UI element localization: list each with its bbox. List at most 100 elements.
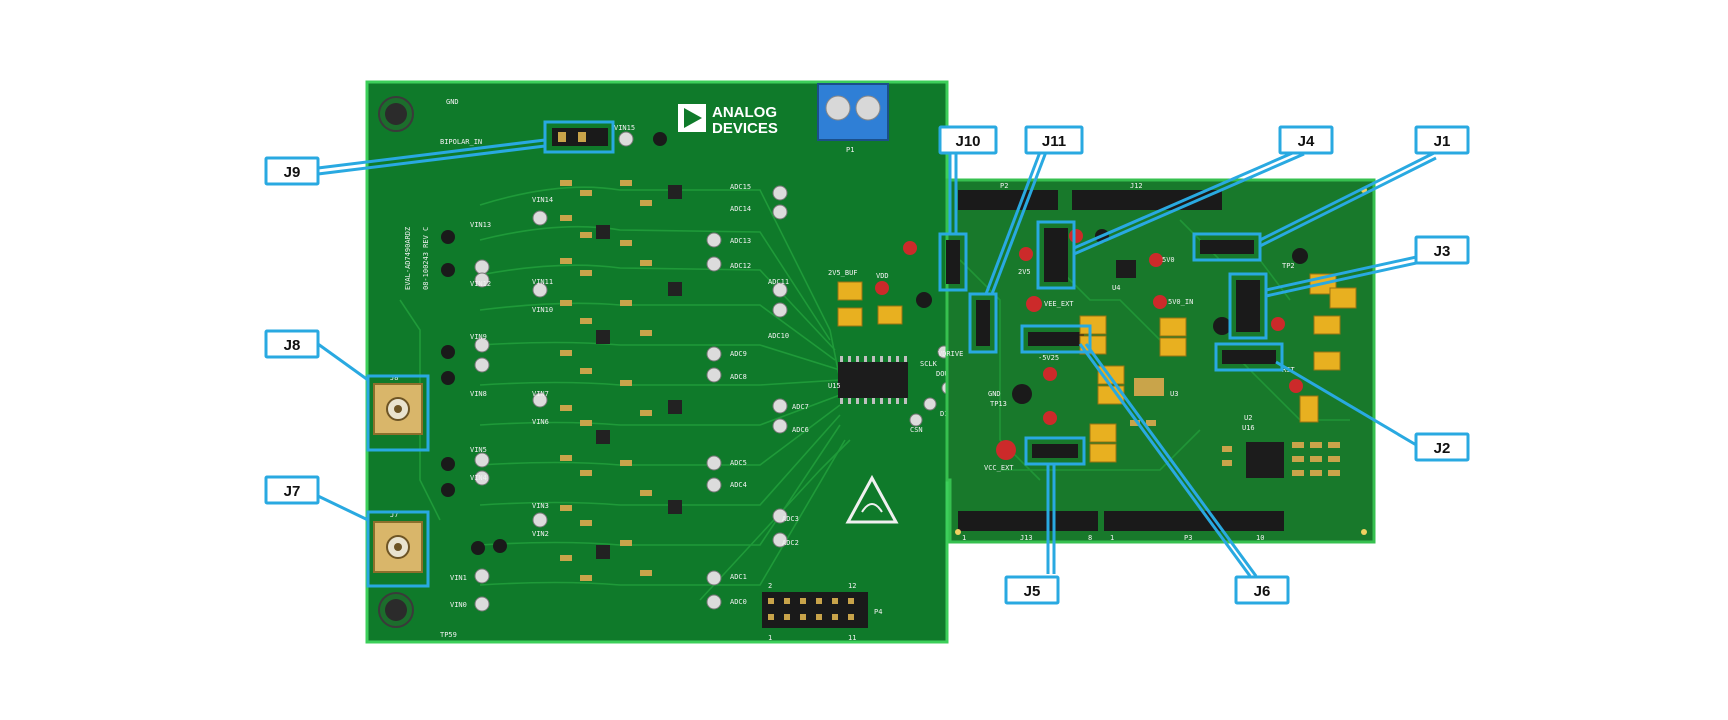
vin12-label: VIN12 <box>470 280 491 288</box>
vin10-label: VIN10 <box>532 306 553 314</box>
p1-label: P1 <box>846 146 854 154</box>
bipolar-in-label: BIPOLAR_IN <box>440 138 482 146</box>
callout-j7-label: J7 <box>284 483 301 500</box>
p3-pin10-label: 10 <box>1256 534 1264 542</box>
red-testpoints-left <box>875 241 917 295</box>
callout-j2-label: J2 <box>1434 440 1451 457</box>
tp-5v0-label: 5V0 <box>1162 256 1175 264</box>
callout-j10: J10 <box>938 125 998 155</box>
right-board: P2 J12 J13 1 8 P3 1 10 <box>916 178 1376 544</box>
analog-devices-logo: ANALOG DEVICES <box>678 104 778 137</box>
p4-pin11-label: 11 <box>848 634 856 642</box>
p2-label: P2 <box>1000 182 1008 190</box>
callout-j4: J4 <box>1278 125 1334 155</box>
tp-gnd13-label: GND <box>988 390 1001 398</box>
tp-vccext-label: VCC_EXT <box>984 464 1014 472</box>
p4-pin2-label: 2 <box>768 582 772 590</box>
adc13-label: ADC13 <box>730 237 751 245</box>
adc12-label: ADC12 <box>730 262 751 270</box>
u3-label: U3 <box>1170 390 1178 398</box>
vin0-label: VIN0 <box>450 601 467 609</box>
u15-label: U15 <box>828 382 841 390</box>
header-p2: P2 <box>958 182 1058 210</box>
black-testpoints-right <box>916 229 1308 404</box>
logo-line2: DEVICES <box>712 120 778 137</box>
tp59-label: TP59 <box>440 631 457 639</box>
j9-header <box>552 128 608 146</box>
j13-pin1-label: 1 <box>962 534 966 542</box>
adc6-label: ADC6 <box>792 426 809 434</box>
component-field <box>560 180 682 581</box>
adc3-label: ADC3 <box>782 515 799 523</box>
vin11-label: VIN11 <box>532 278 553 286</box>
left-board: ANALOG DEVICES EVAL-AD7490ARDZ 08-100243… <box>365 80 955 644</box>
callout-j8: J8 <box>264 329 320 359</box>
tp-2v5buf-label: 2V5_BUF <box>828 269 858 277</box>
adc8-label: ADC8 <box>730 373 747 381</box>
vin4-label: VIN4 <box>470 474 487 482</box>
callout-j11-label: J11 <box>1042 133 1066 150</box>
adc-channel-column: ADC15 ADC14 ADC13 ADC12 ADC11 ADC10 ADC9… <box>706 183 809 610</box>
callout-j6-label: J6 <box>1254 583 1271 600</box>
u2-label: U2 <box>1244 414 1252 422</box>
j12-label: J12 <box>1130 182 1143 190</box>
board-name: EVAL-AD7490ARDZ <box>404 227 412 290</box>
tp13-label: TP13 <box>990 400 1007 408</box>
vin5-label: VIN5 <box>470 446 487 454</box>
jumper-headers-right <box>946 228 1276 458</box>
smd-resistors-right <box>1130 420 1340 476</box>
header-j13: J13 1 8 <box>958 511 1098 542</box>
p3-label: P3 <box>1184 534 1192 542</box>
gnd-tp-label: GND <box>446 98 459 106</box>
callout-j6: J6 <box>1234 575 1290 605</box>
p3-pin1-label: 1 <box>1110 534 1114 542</box>
j13-label: J13 <box>1020 534 1033 542</box>
tantalum-capacitors-right <box>1079 273 1357 463</box>
p4-label: P4 <box>874 608 882 616</box>
u4-label: U4 <box>1112 284 1120 292</box>
callout-j1-label: J1 <box>1434 133 1451 150</box>
vin9-label: VIN9 <box>470 333 487 341</box>
red-testpoints-right <box>996 229 1303 460</box>
tp-vdrive-label: VDRIVE <box>938 350 963 358</box>
tp-2v5-label: 2V5 <box>1018 268 1031 276</box>
tantalum-capacitors-left <box>837 281 903 327</box>
smb-connector-j8: J8 <box>373 374 423 435</box>
callout-j1: J1 <box>1414 125 1470 155</box>
header-p4: P4 2 12 1 11 <box>762 582 882 642</box>
callout-j8-label: J8 <box>284 337 301 354</box>
tp-neg5v25-label: -5V25 <box>1038 354 1059 362</box>
vin2-label: VIN2 <box>532 530 549 538</box>
adc11-label: ADC11 <box>768 278 789 286</box>
callout-j3: J3 <box>1414 235 1470 265</box>
vin13-label: VIN13 <box>470 221 491 229</box>
adc4-label: ADC4 <box>730 481 747 489</box>
p4-pin1-label: 1 <box>768 634 772 642</box>
adc7-label: ADC7 <box>792 403 809 411</box>
callout-j2: J2 <box>1414 432 1470 462</box>
tp-5v0in-label: 5V0_IN <box>1168 298 1193 306</box>
vin3-label: VIN3 <box>532 502 549 510</box>
smb-connector-j7: J7 <box>373 511 423 573</box>
callout-j10-label: J10 <box>955 133 980 150</box>
adc-chip-u15: U15 <box>828 356 908 404</box>
esd-warning-icon <box>845 474 899 524</box>
adc2-label: ADC2 <box>782 539 799 547</box>
header-p3: P3 1 10 <box>1104 511 1284 542</box>
j7-silk-label: J7 <box>390 511 398 519</box>
adc9-label: ADC9 <box>730 350 747 358</box>
vin6-label: VIN6 <box>532 418 549 426</box>
board-assembly: 08-100243 REV C <box>422 227 430 290</box>
adc14-label: ADC14 <box>730 205 751 213</box>
vin7-label: VIN7 <box>532 390 549 398</box>
j13-pin8-label: 8 <box>1088 534 1092 542</box>
callout-j9-label: J9 <box>284 164 301 181</box>
callout-layer: J9 J8 J7 J10 J11 J4 J1 J3 <box>264 120 1470 605</box>
callout-j5-label: J5 <box>1024 583 1041 600</box>
adc0-label: ADC0 <box>730 598 747 606</box>
callout-j3-label: J3 <box>1434 243 1451 260</box>
logo-line1: ANALOG <box>712 104 777 121</box>
input-column: VIN13 VIN12 VIN14 VIN15 VIN11 VIN10 VIN9… <box>440 98 667 639</box>
terminal-block-p1: P1 <box>817 83 889 154</box>
